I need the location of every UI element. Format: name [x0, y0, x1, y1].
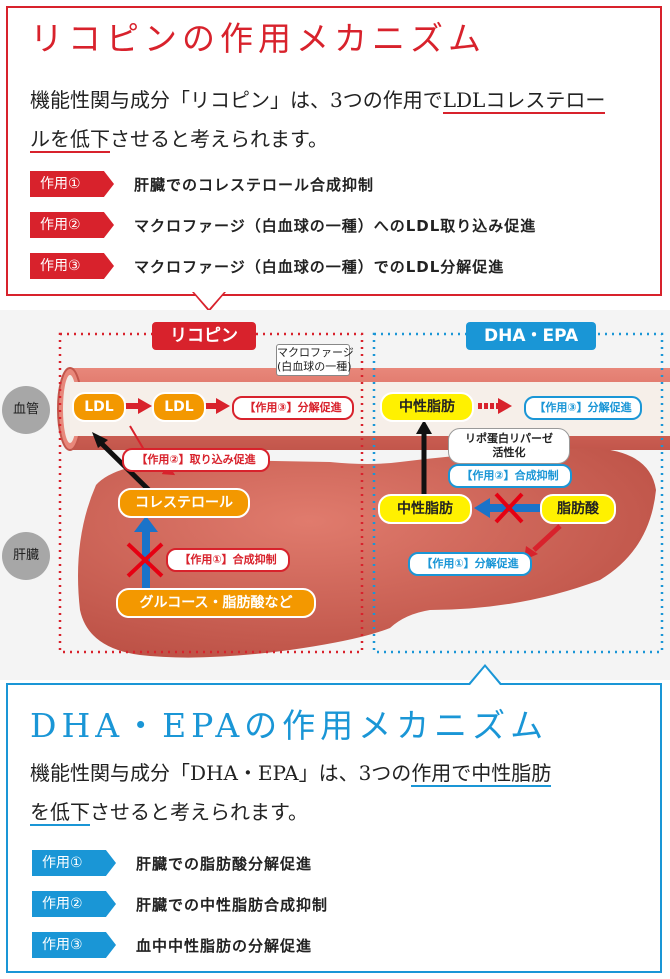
lycopene-action-row: 作用③ マクロファージ（白血球の一種）でのLDL分解促進	[30, 253, 504, 279]
dha-epa-mechanism-box: DHA・EPAの作用メカニズム 機能性関与成分「DHA・EPA」は、3つの作用で…	[6, 683, 662, 973]
dha-desc-line1: 機能性関与成分「DHA・EPA」は、3つの作用で中性脂肪	[30, 761, 552, 787]
action-badge: 作用③	[32, 932, 116, 958]
dha-action-row: 作用② 肝臓での中性脂肪合成抑制	[32, 891, 328, 917]
lycopene-desc-line2: ルを低下させると考えられます。	[30, 127, 328, 153]
callout-pointer-inner	[470, 667, 500, 685]
action-text: 肝臓での中性脂肪合成抑制	[136, 895, 329, 914]
action-text: 肝臓での脂肪酸分解促進	[136, 854, 313, 873]
lyc-action3-label: 【作用③】分解促進	[232, 396, 354, 420]
dha-action1-label: 【作用①】分解促進	[408, 552, 532, 576]
macrophage-note: マクロファージ (白血球の一種)	[276, 344, 354, 376]
action-badge: 作用②	[32, 891, 116, 917]
ldl-pill: LDL	[72, 392, 126, 422]
liver-label: 肝臓	[2, 532, 50, 580]
dha-action-row: 作用① 肝臓での脂肪酸分解促進	[32, 850, 312, 876]
action-badge: 作用①	[32, 850, 116, 876]
action-text: マクロファージ（白血球の一種）へのLDL取り込み促進	[134, 216, 537, 235]
lipoprotein-lipase-note: リポ蛋白リパーゼ 活性化	[448, 428, 570, 464]
action-badge: 作用②	[30, 212, 114, 238]
cholesterol-pill: コレステロール	[118, 488, 250, 518]
lycopene-title: リコピンの作用メカニズム	[30, 19, 486, 58]
action-badge: 作用①	[30, 171, 114, 197]
lyc-action2-label: 【作用②】取り込み促進	[122, 448, 270, 472]
lycopene-mechanism-box: リコピンの作用メカニズム 機能性関与成分「リコピン」は、3つの作用でLDLコレス…	[6, 6, 662, 296]
action-badge: 作用③	[30, 253, 114, 279]
dha-action-row: 作用③ 血中中性脂肪の分解促進	[32, 932, 312, 958]
action-text: 肝臓でのコレステロール合成抑制	[134, 175, 375, 194]
ldl-pill: LDL	[152, 392, 206, 422]
triglyceride-blood-pill: 中性脂肪	[380, 392, 474, 422]
dha-epa-tag: DHA・EPA	[466, 322, 597, 350]
action-text: マクロファージ（白血球の一種）でのLDL分解促進	[134, 257, 505, 276]
lycopene-action-row: 作用① 肝臓でのコレステロール合成抑制	[30, 171, 374, 197]
lycopene-desc-line1: 機能性関与成分「リコピン」は、3つの作用でLDLコレステロー	[30, 88, 606, 114]
glucose-fatty-acid-pill: グルコース・脂肪酸など	[116, 588, 316, 618]
dha-desc-line2: を低下させると考えられます。	[30, 800, 308, 826]
triglyceride-liver-pill: 中性脂肪	[378, 494, 472, 524]
dha-epa-title: DHA・EPAの作用メカニズム	[30, 706, 549, 745]
dha-action2-label: 【作用②】合成抑制	[448, 464, 572, 488]
blood-vessel-label: 血管	[2, 386, 50, 434]
fatty-acid-pill: 脂肪酸	[540, 494, 616, 524]
callout-pointer-inner	[194, 292, 224, 309]
lycopene-tag: リコピン	[152, 322, 256, 350]
lycopene-action-row: 作用② マクロファージ（白血球の一種）へのLDL取り込み促進	[30, 212, 536, 238]
lyc-action1-label: 【作用①】合成抑制	[166, 548, 290, 572]
action-text: 血中中性脂肪の分解促進	[136, 936, 313, 955]
dha-action3-label: 【作用③】分解促進	[524, 396, 642, 420]
mechanism-diagram: 血管 肝臓 リコピン DHA・EPA マクロファージ (白血球の一種) LDL …	[0, 310, 670, 680]
